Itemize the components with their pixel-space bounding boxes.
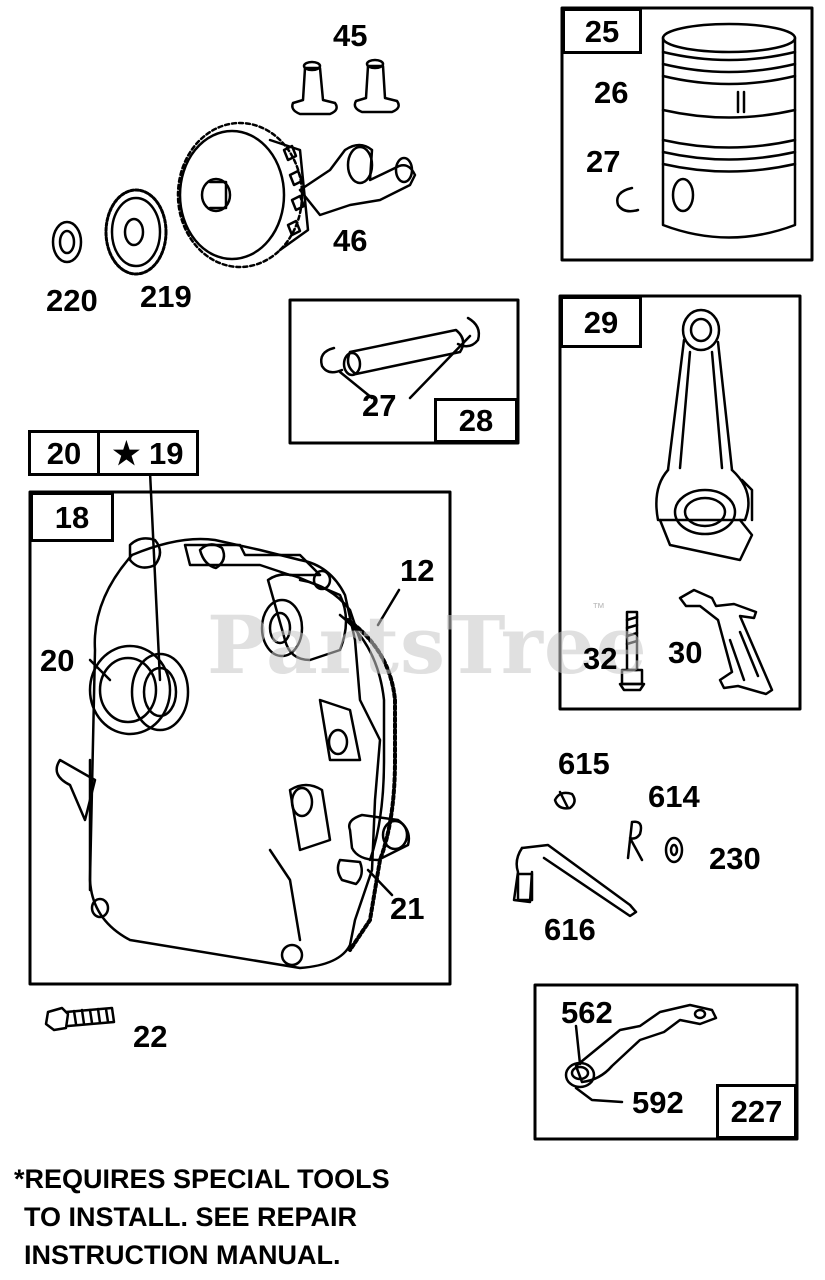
label-20: 20 — [40, 643, 75, 678]
connecting-rod-part — [655, 308, 754, 562]
box-label-29: 29 — [560, 296, 642, 348]
special-tools-note: *REQUIRES SPECIAL TOOLS TO INSTALL. SEE … — [14, 1160, 390, 1274]
label-46: 46 — [333, 223, 368, 258]
piston-part — [661, 22, 797, 239]
camshaft-part — [176, 121, 417, 269]
label-12: 12 — [400, 553, 435, 588]
retainer-clip — [616, 186, 640, 213]
governor-lever-part — [564, 1003, 718, 1104]
crankcase-cover-part — [55, 537, 382, 970]
label-592: 592 — [632, 1085, 684, 1120]
timing-gear-219 — [104, 188, 168, 276]
cover-bolt-part — [44, 1006, 116, 1032]
piston-pin-part — [320, 316, 481, 400]
label-30: 30 — [668, 635, 703, 670]
label-219: 219 — [140, 279, 192, 314]
watermark: PartsTree — [207, 598, 648, 692]
oil-dipper-part — [678, 588, 774, 696]
seal-leader-line — [88, 658, 112, 682]
frame-connecting-rod — [558, 294, 802, 711]
frame-crankcase-cover — [28, 490, 452, 986]
label-22: 22 — [133, 1019, 168, 1054]
gasket-part — [338, 588, 401, 952]
box-label-20: 20 — [28, 430, 100, 476]
box-label-25: 25 — [562, 8, 642, 54]
frame-piston — [560, 6, 814, 262]
box-label-18: 18 — [30, 492, 114, 542]
label-615: 615 — [558, 746, 610, 781]
frame-piston-pin — [288, 298, 520, 445]
governor-parts — [512, 790, 684, 918]
tappet-parts — [291, 58, 400, 116]
note-line-1: *REQUIRES SPECIAL TOOLS — [14, 1164, 390, 1194]
label-26: 26 — [594, 75, 629, 110]
label-220: 220 — [46, 283, 98, 318]
oil-dipper-detail — [728, 630, 760, 682]
rod-bolt-part — [618, 610, 646, 692]
washer-220 — [51, 220, 83, 264]
label-32: 32 — [583, 641, 618, 676]
label-616: 616 — [544, 912, 596, 947]
seal-19-leader-line — [148, 470, 162, 682]
label-21: 21 — [390, 891, 425, 926]
box-label-28: 28 — [434, 398, 518, 443]
box-label-19: ★ 19 — [97, 430, 199, 476]
frame-governor-lever — [533, 983, 799, 1141]
label-614: 614 — [648, 779, 700, 814]
label-45: 45 — [333, 18, 368, 53]
box-label-227: 227 — [716, 1084, 797, 1139]
governor-shaft-part — [336, 813, 411, 897]
label-562: 562 — [561, 995, 613, 1030]
label-27-piston: 27 — [586, 144, 621, 179]
label-230: 230 — [709, 841, 761, 876]
note-line-2: TO INSTALL. SEE REPAIR — [24, 1202, 358, 1232]
note-line-3: INSTRUCTION MANUAL. — [24, 1240, 341, 1270]
label-27-pin: 27 — [362, 388, 397, 423]
watermark-trademark: ™ — [592, 600, 605, 615]
